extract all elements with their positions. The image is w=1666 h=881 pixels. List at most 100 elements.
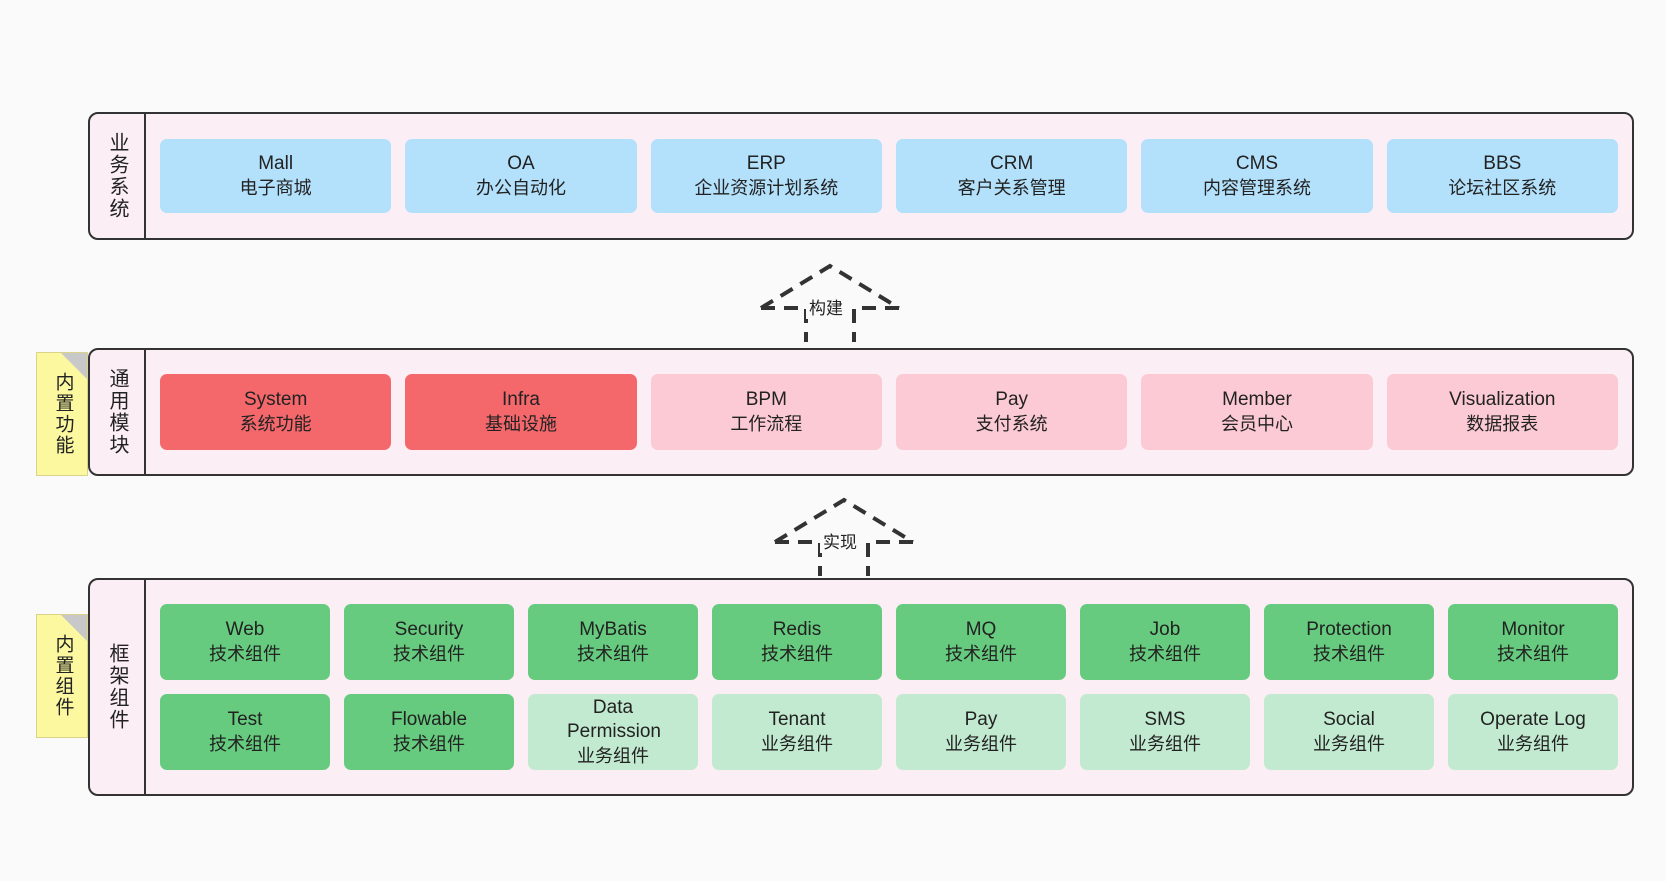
card-monitor[interactable]: Monitor 技术组件 [1448, 604, 1618, 680]
card-title-en: System [243, 389, 308, 411]
card-title-cn: 技术组件 [393, 643, 465, 664]
card-title-cn: 技术组件 [209, 733, 281, 754]
card-title-cn: 系统功能 [239, 413, 312, 434]
card-mall[interactable]: Mall 电子商城 [160, 139, 392, 213]
card-title-cn: 技术组件 [1129, 643, 1201, 664]
card-title-cn: 业务组件 [577, 745, 649, 766]
card-title-cn: 业务组件 [1497, 733, 1569, 754]
card-title-en: MyBatis [579, 619, 647, 641]
card-row-business: Mall 电子商城 OA 办公自动化 ERP 企业资源计划系统 CRM 客户关系… [160, 139, 1618, 213]
card-title-en: CMS [1235, 153, 1279, 175]
card-title-en: Protection [1306, 619, 1392, 641]
layer-body-business-system: Mall 电子商城 OA 办公自动化 ERP 企业资源计划系统 CRM 客户关系… [146, 114, 1632, 238]
card-row-common: System 系统功能 Infra 基础设施 BPM 工作流程 Pay 支付系统… [160, 374, 1618, 450]
card-title-en: Web [225, 619, 265, 641]
card-member[interactable]: Member 会员中心 [1141, 374, 1373, 450]
card-title-cn: 业务组件 [1129, 733, 1201, 754]
card-crm[interactable]: CRM 客户关系管理 [895, 139, 1128, 213]
card-title-en: Mall [258, 153, 294, 175]
card-mybatis[interactable]: MyBatis 技术组件 [528, 604, 698, 680]
layer-title-framework-component: 框架组件 [90, 580, 146, 794]
card-bpm[interactable]: BPM 工作流程 [650, 374, 882, 450]
card-title-cn: 技术组件 [393, 733, 465, 754]
card-title-en: SMS [1144, 709, 1186, 731]
card-row-framework-tech: Web 技术组件 Security 技术组件 MyBatis 技术组件 Redi… [160, 604, 1618, 680]
card-system[interactable]: System 系统功能 [160, 374, 392, 450]
card-pay[interactable]: Pay 支付系统 [895, 374, 1128, 450]
layer-title-common-module: 通用模块 [90, 350, 146, 474]
realize-arrow-icon [773, 497, 915, 576]
note-builtin-function-label: 内置功能 [52, 372, 74, 456]
card-pay-business[interactable]: Pay 业务组件 [896, 694, 1066, 770]
card-cms[interactable]: CMS 内容管理系统 [1141, 139, 1373, 213]
card-sms[interactable]: SMS 业务组件 [1080, 694, 1250, 770]
card-title-en: Social [1323, 709, 1375, 731]
card-title-en: Member [1222, 389, 1292, 411]
note-builtin-component-label: 内置组件 [52, 634, 74, 718]
card-title-cn: 技术组件 [1313, 643, 1385, 664]
card-title-cn: 工作流程 [730, 413, 803, 434]
card-erp[interactable]: ERP 企业资源计划系统 [650, 139, 882, 213]
card-title-cn: 技术组件 [945, 643, 1017, 664]
connector-build: 构建 [758, 258, 908, 344]
card-redis[interactable]: Redis 技术组件 [712, 604, 882, 680]
note-builtin-component: 内置组件 [36, 614, 88, 738]
layer-framework-component: 框架组件 Web 技术组件 Security 技术组件 MyBatis 技术组件… [88, 578, 1634, 796]
card-title-cn: 办公自动化 [475, 177, 566, 198]
card-title-cn: 技术组件 [761, 643, 833, 664]
card-title-en: Operate Log [1480, 709, 1586, 731]
card-title-en: Monitor [1501, 619, 1565, 641]
card-tenant[interactable]: Tenant 业务组件 [712, 694, 882, 770]
layer-common-module: 通用模块 System 系统功能 Infra 基础设施 BPM 工作流程 Pay… [88, 348, 1634, 476]
card-mq[interactable]: MQ 技术组件 [896, 604, 1066, 680]
card-job[interactable]: Job 技术组件 [1080, 604, 1250, 680]
card-title-en: Test [227, 709, 263, 731]
card-title-en: OA [507, 153, 535, 175]
card-title-en: CRM [990, 153, 1034, 175]
card-title-en: Pay [995, 389, 1029, 411]
card-operate-log[interactable]: Operate Log 业务组件 [1448, 694, 1618, 770]
card-title-en: MQ [965, 619, 997, 641]
layer-business-system: 业务系统 Mall 电子商城 OA 办公自动化 ERP 企业资源计划系统 CRM… [88, 112, 1634, 240]
card-title-cn: 会员中心 [1220, 413, 1293, 434]
card-title-en: Job [1149, 619, 1181, 641]
card-title-cn: 内容管理系统 [1202, 177, 1311, 198]
card-social[interactable]: Social 业务组件 [1264, 694, 1434, 770]
card-protection[interactable]: Protection 技术组件 [1264, 604, 1434, 680]
card-title-cn: 技术组件 [209, 643, 281, 664]
card-flowable[interactable]: Flowable 技术组件 [344, 694, 514, 770]
card-title-en: Tenant [768, 709, 826, 731]
card-title-en: Infra [501, 389, 540, 411]
card-oa[interactable]: OA 办公自动化 [405, 139, 637, 213]
card-title-en: Pay [964, 709, 998, 731]
card-bbs[interactable]: BBS 论坛社区系统 [1386, 139, 1618, 213]
card-title-cn: 支付系统 [975, 413, 1048, 434]
connector-realize: 实现 [772, 492, 922, 578]
layer-title-business-system: 业务系统 [90, 114, 146, 238]
card-title-cn: 技术组件 [1497, 643, 1569, 664]
card-title-en: Security [394, 619, 464, 641]
connector-realize-label: 实现 [820, 528, 860, 553]
card-infra[interactable]: Infra 基础设施 [405, 374, 637, 450]
card-web[interactable]: Web 技术组件 [160, 604, 330, 680]
card-title-cn: 客户关系管理 [957, 177, 1066, 198]
card-title-cn: 数据报表 [1466, 413, 1539, 434]
card-title-en: Data Permission [567, 697, 661, 743]
card-test[interactable]: Test 技术组件 [160, 694, 330, 770]
card-title-cn: 业务组件 [945, 733, 1017, 754]
card-title-cn: 论坛社区系统 [1448, 177, 1557, 198]
connector-build-label: 构建 [806, 294, 846, 319]
note-builtin-function: 内置功能 [36, 352, 88, 476]
card-visualization[interactable]: Visualization 数据报表 [1386, 374, 1618, 450]
card-title-cn: 技术组件 [577, 643, 649, 664]
card-security[interactable]: Security 技术组件 [344, 604, 514, 680]
card-title-en: BBS [1483, 153, 1522, 175]
card-data-permission[interactable]: Data Permission 业务组件 [528, 694, 698, 770]
card-title-en: Redis [772, 619, 822, 641]
card-title-en: ERP [746, 153, 786, 175]
card-title-cn: 基础设施 [484, 413, 557, 434]
layer-body-common-module: System 系统功能 Infra 基础设施 BPM 工作流程 Pay 支付系统… [146, 350, 1632, 474]
card-title-cn: 企业资源计划系统 [694, 177, 839, 198]
card-title-cn: 业务组件 [761, 733, 833, 754]
